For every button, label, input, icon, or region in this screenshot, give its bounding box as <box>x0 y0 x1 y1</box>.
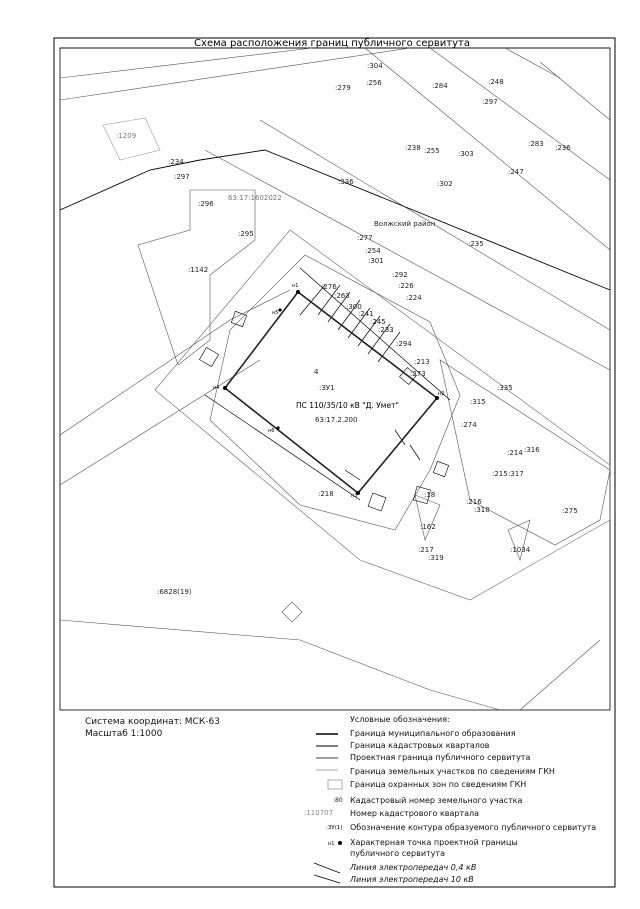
parcel-label: :318 <box>474 506 490 514</box>
legend-item-line10: Линия электропередач 10 кВ <box>349 875 474 884</box>
parcel-label: :303 <box>458 150 474 158</box>
parcel-label: :302 <box>437 180 453 188</box>
parcel-label: :213 <box>414 358 430 366</box>
parcel-label: :241 <box>358 310 374 318</box>
coord-system: Система координат: МСК-63 <box>85 717 220 727</box>
legend: Условные обозначения: Граница муниципаль… <box>304 715 596 884</box>
parcel-label: :277 <box>357 234 373 242</box>
parcel-label: :304 <box>367 62 383 70</box>
district-label: Волжский район <box>374 220 435 228</box>
parcel-label: :300 <box>346 303 362 311</box>
parcel-label: :255 <box>424 147 440 155</box>
parcel-label: :254 <box>365 247 381 255</box>
parcel-label: :274 <box>461 421 477 429</box>
svg-text:н5: н5 <box>272 310 278 316</box>
parcel-label: :263 <box>334 292 350 300</box>
parcel-label: :236 <box>555 144 571 152</box>
parcel-label: :296 <box>198 200 214 208</box>
svg-text:н1: н1 <box>292 283 298 289</box>
parcel-label: :216 <box>466 498 482 506</box>
parcel-label: :248 <box>488 78 504 86</box>
legend-item-servitude: Проектная граница публичного сервитута <box>350 753 530 762</box>
map-title: Схема расположения границ публичного сер… <box>194 38 470 49</box>
parcel-label: :226 <box>398 282 414 290</box>
parcel-label: :319 <box>428 554 444 562</box>
parcel-label: :233 <box>378 326 394 334</box>
legend-title: Условные обозначения: <box>350 715 450 724</box>
parcel-label: :234 <box>168 158 184 166</box>
parcel-label: :238 <box>405 144 421 152</box>
legend-item-parcel-number: Кадастровый номер земельного участка <box>350 796 523 805</box>
parcel-label: :336 <box>338 178 354 186</box>
parcel-label: :162 <box>420 523 436 531</box>
parcel-label: :273 <box>410 370 426 378</box>
parcel-label: :283 <box>528 140 544 148</box>
substation-name: ПС 110/35/10 кВ "Д. Умет" <box>296 401 399 410</box>
legend-sample-quarter: :110707 <box>304 809 333 817</box>
quarter-label: 63:17:1602022 <box>228 194 282 202</box>
parcel-label: :215 <box>492 470 508 478</box>
legend-sample-parcel: :80 <box>333 797 343 804</box>
legend-item-contour: Обозначение контура образуемого публично… <box>350 823 596 832</box>
svg-text:н2: н2 <box>438 391 444 397</box>
parcel-label: :292 <box>392 271 408 279</box>
parcel-label: :317 <box>508 470 524 478</box>
parcel-label: :315 <box>470 398 486 406</box>
legend-item-protection: Граница охранных зон по сведениям ГКН <box>350 780 526 789</box>
parcel-label: :275 <box>562 507 578 515</box>
contour-code: :ЗУ1 <box>319 384 335 392</box>
legend-item-line04: Линия электропередач 0,4 кВ <box>349 863 476 872</box>
parcel-label: :217 <box>418 546 434 554</box>
quarter-boundary <box>59 149 611 291</box>
parcel-label: :245 <box>370 318 386 326</box>
parcel-label: :301 <box>368 257 384 265</box>
legend-sample-contour: :ЗУ(1) <box>326 825 343 831</box>
parcel-label: :294 <box>396 340 412 348</box>
svg-text:н4: н4 <box>213 385 219 391</box>
parcel-label: :279 <box>335 84 351 92</box>
parcel-label: :224 <box>406 294 422 302</box>
parcel-label: :235 <box>468 240 484 248</box>
parcel-label: :1034 <box>510 546 531 554</box>
parcel-label: :256 <box>366 79 382 87</box>
sheet-border <box>53 37 616 888</box>
legend-sample-point: н1 <box>328 841 334 847</box>
parcel-label: :276 <box>321 283 337 291</box>
legend-item-quarter-number: Номер кадастрового квартала <box>350 809 479 818</box>
parcel-label: :18 <box>424 491 435 499</box>
parcel-label: :1142 <box>188 266 208 274</box>
parcel-label: :247 <box>508 168 524 176</box>
svg-text:н3: н3 <box>351 493 357 499</box>
pole-markers <box>199 310 450 512</box>
servitude-contour <box>223 290 439 495</box>
parcel-label: :1209 <box>116 132 136 140</box>
parcel-label: :335 <box>497 384 513 392</box>
parcel-label: :295 <box>238 230 254 238</box>
scale-label: Масштаб 1:1000 <box>85 729 163 739</box>
legend-item-point-1: Характерная точка проектной границы <box>350 838 518 847</box>
contour-number: 4 <box>314 368 319 376</box>
svg-text:н6: н6 <box>268 428 274 434</box>
parcel-label: :284 <box>432 82 448 90</box>
substation-number: 63:17.2.200 <box>315 416 357 424</box>
legend-item-point-2: публичного сервитута <box>350 849 445 858</box>
parcel-label: :297 <box>482 98 498 106</box>
parcel-label: :214 <box>507 449 523 457</box>
parcel-label: :6828(19) <box>157 588 192 596</box>
parcel-label: :218 <box>318 490 334 498</box>
land-plot-boundaries <box>59 47 611 711</box>
legend-item-land-plots: Граница земельных участков по сведениям … <box>350 767 555 776</box>
point-dot-icon <box>338 841 342 845</box>
legend-item-quarters: Граница кадастровых кварталов <box>350 741 490 750</box>
parcel-label: :297 <box>174 173 190 181</box>
legend-item-municipal: Граница муниципального образования <box>350 729 516 738</box>
parcel-label: :316 <box>524 446 540 454</box>
